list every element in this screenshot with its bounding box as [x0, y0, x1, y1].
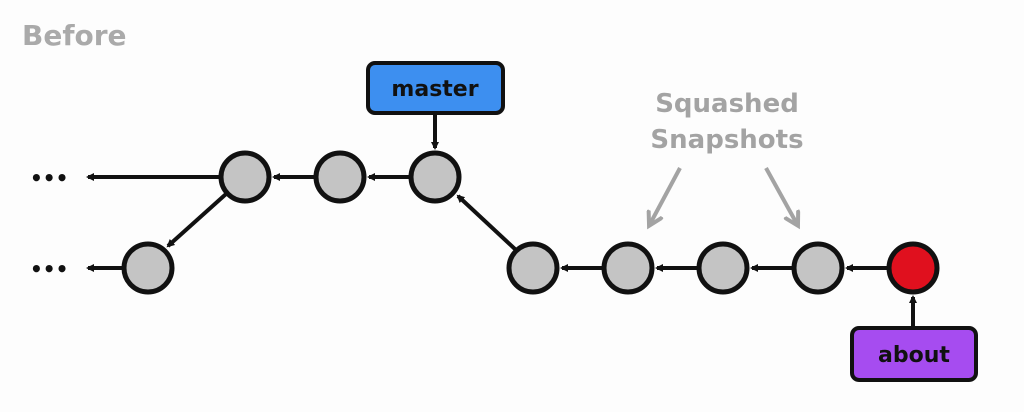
annotation-arrow [764, 167, 797, 224]
annotation-arrow [650, 167, 682, 224]
commit-node [506, 241, 560, 295]
commit-arrows [86, 113, 917, 328]
history-ellipsis-bottom: ••• [30, 257, 68, 281]
history-ellipsis-top: ••• [30, 166, 68, 190]
commit-node-master [408, 150, 462, 204]
commit-node-squashed [791, 241, 845, 295]
about-label-text: about [878, 343, 950, 368]
commit-node [313, 150, 367, 204]
diagram-title: Before [22, 19, 127, 52]
commit-node [121, 241, 175, 295]
commit-node [218, 150, 272, 204]
commit-node-about-head [886, 241, 940, 295]
commit-node-squashed [601, 241, 655, 295]
arrow [166, 192, 228, 248]
annotation-line1: Squashed [655, 89, 799, 119]
annotation-line2: Snapshots [650, 125, 803, 155]
master-branch-label [366, 61, 505, 115]
arrow [456, 194, 518, 252]
master-label-text: master [391, 77, 478, 102]
about-branch-label [850, 326, 978, 382]
commit-node [696, 241, 750, 295]
